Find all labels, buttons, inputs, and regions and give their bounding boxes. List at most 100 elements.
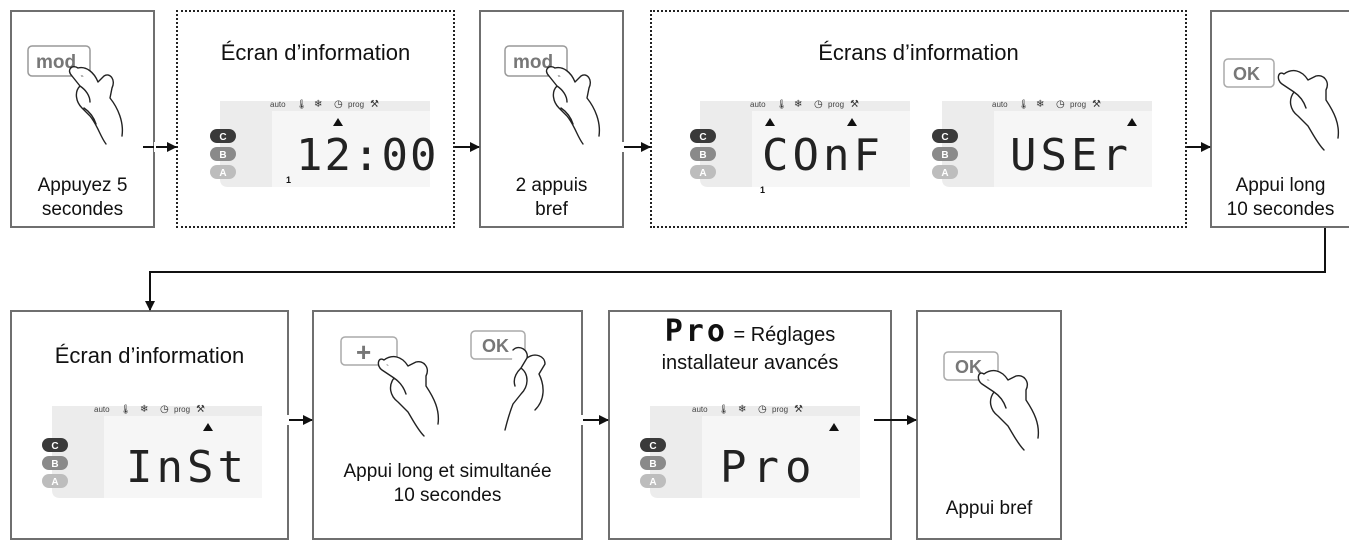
auto-label: auto — [270, 100, 286, 109]
step3-label-line1: Appui long — [1235, 175, 1326, 196]
lcd-display-pro: auto 🌡 ❄ ◷ prog ⚒ C B A Pro — [640, 404, 860, 498]
auto-label: auto — [750, 100, 766, 109]
step4-label: Appui long et simultanée 10 secondes — [314, 460, 581, 508]
lcd-readout: COnF — [762, 130, 884, 181]
lcd-display-conf: auto 🌡 ❄ ◷ prog ⚒ C B A 1 COnF — [690, 99, 910, 195]
hand-icon — [68, 66, 124, 145]
pro-title-rest: = Réglages — [727, 324, 836, 346]
ok-button-1[interactable]: OK — [1223, 58, 1275, 88]
step3-label: Appui long 10 secondes — [1212, 174, 1349, 222]
hand-icon — [545, 66, 601, 145]
step1-label-line1: Appuyez 5 — [37, 175, 128, 196]
auto-label: auto — [692, 405, 708, 414]
auto-label: auto — [94, 405, 110, 414]
mode-button-2-label: mod — [513, 52, 553, 73]
prog-label: prog — [828, 100, 844, 109]
arrow-indicator-icon — [203, 423, 213, 431]
step1-label-line2: secondes — [41, 199, 124, 220]
step1-label: Appuyez 5 secondes — [12, 174, 153, 222]
prog-label: prog — [174, 405, 190, 414]
step2-label-line1: 2 appuis — [515, 175, 588, 196]
screen3-title: Écran d’information — [54, 343, 245, 368]
snowflake-icon: ❄ — [794, 99, 802, 110]
mode-a-label: A — [51, 477, 58, 488]
mode-b-label: B — [699, 150, 706, 161]
mode-c-label: C — [941, 132, 948, 143]
mode-c-label: C — [51, 441, 58, 452]
thermometer-icon: 🌡 — [1018, 99, 1029, 109]
thermometer-icon: 🌡 — [718, 404, 729, 414]
plus-button[interactable]: + — [340, 336, 398, 367]
flow-connector — [145, 228, 1326, 311]
mode-c-label: C — [219, 132, 226, 143]
clock-icon: ◷ — [160, 404, 169, 415]
snowflake-icon: ❄ — [314, 99, 322, 110]
wrench-icon: ⚒ — [850, 99, 859, 110]
mode-b-label: B — [219, 150, 226, 161]
wrench-icon: ⚒ — [1092, 99, 1101, 110]
wrench-icon: ⚒ — [196, 404, 205, 415]
ok-button-1-label: OK — [1233, 64, 1260, 84]
wrench-icon: ⚒ — [794, 404, 803, 415]
mode-c-label: C — [649, 441, 656, 452]
step2-label: 2 appuis bref — [481, 174, 622, 222]
arrow-indicator-icon — [847, 118, 857, 126]
step4-label-line1: Appui long et simultanée — [343, 461, 552, 482]
mode-a-label: A — [941, 168, 948, 179]
snowflake-icon: ❄ — [1036, 99, 1044, 110]
pro-screen-title: Pro = Réglages installateur avancés — [610, 317, 890, 377]
clock-icon: ◷ — [814, 99, 823, 110]
clock-icon: ◷ — [1056, 99, 1065, 110]
digit-indicator: 1 — [286, 175, 291, 185]
digit-indicator: 1 — [760, 185, 765, 195]
mode-button-1-label: mod — [36, 52, 76, 73]
prog-label: prog — [772, 405, 788, 414]
lcd-readout: InSt — [126, 442, 248, 493]
lcd-display-inst: auto 🌡 ❄ ◷ prog ⚒ C B A InSt — [42, 404, 262, 498]
thermometer-icon: 🌡 — [296, 99, 307, 109]
hand-icon — [977, 369, 1040, 451]
prog-label: prog — [1070, 100, 1086, 109]
lcd-display-user: auto 🌡 ❄ ◷ prog ⚒ C B A USEr — [932, 99, 1152, 187]
step2-label-line2: bref — [535, 199, 568, 220]
mode-b-label: B — [941, 150, 948, 161]
screen1-title: Écran d’information — [220, 40, 411, 65]
ok-button-3-label: OK — [955, 357, 982, 377]
plus-button-label: + — [356, 337, 371, 367]
step5-label: Appui bref — [918, 497, 1060, 521]
mode-a-label: A — [699, 168, 706, 179]
lcd-display-12-00: auto 🌡 ❄ ◷ prog ⚒ C B A 1 12:00 — [210, 99, 438, 187]
snowflake-icon: ❄ — [140, 404, 148, 415]
hand-icon — [1277, 69, 1340, 151]
mode-b-label: B — [51, 459, 58, 470]
pro-screen-title-line1: Pro = Réglages — [610, 317, 890, 349]
mode-a-label: A — [219, 168, 226, 179]
auto-label: auto — [992, 100, 1008, 109]
arrow-indicator-icon — [1127, 118, 1137, 126]
hand-icon — [377, 355, 440, 437]
mode-b-label: B — [649, 459, 656, 470]
step5-label-line1: Appui bref — [945, 498, 1033, 519]
lcd-readout: 12:00 — [296, 130, 438, 181]
arrow-indicator-icon — [333, 118, 343, 126]
arrow-indicator-icon — [765, 118, 775, 126]
mode-c-label: C — [699, 132, 706, 143]
ok-button-2-label: OK — [482, 336, 509, 356]
arrow-indicator-icon — [829, 423, 839, 431]
clock-icon: ◷ — [758, 404, 767, 415]
prog-label: prog — [348, 100, 364, 109]
pro-screen-title-line2: installateur avancés — [661, 352, 839, 374]
pro-code-mark: Pro — [664, 314, 728, 349]
snowflake-icon: ❄ — [738, 404, 746, 415]
ok-button-2[interactable]: OK — [470, 330, 526, 360]
hand-icon — [504, 346, 546, 431]
thermometer-icon: 🌡 — [776, 99, 787, 109]
wrench-icon: ⚒ — [370, 99, 379, 110]
thermometer-icon: 🌡 — [120, 404, 131, 414]
screen2-title: Écrans d’information — [818, 40, 1019, 65]
step3-label-line2: 10 secondes — [1226, 199, 1335, 220]
clock-icon: ◷ — [334, 99, 343, 110]
lcd-readout: Pro — [720, 442, 817, 493]
lcd-readout: USEr — [1010, 130, 1132, 181]
